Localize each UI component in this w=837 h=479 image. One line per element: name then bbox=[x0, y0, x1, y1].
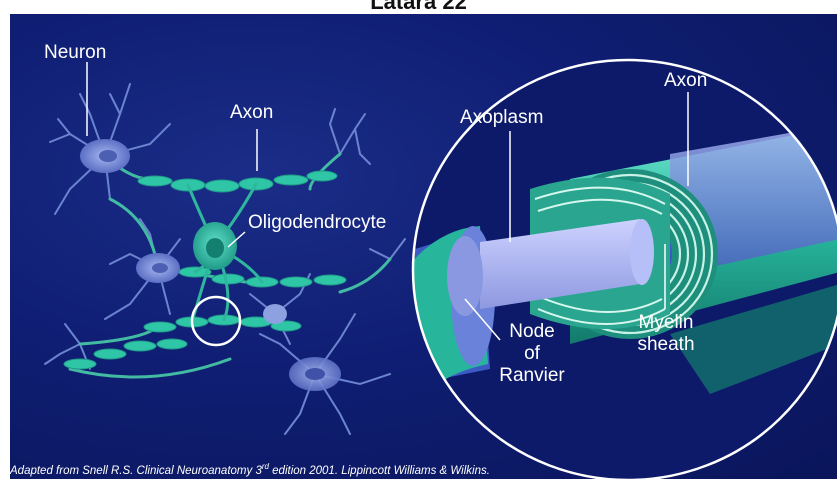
label-oligodendrocyte: Oligodendrocyte bbox=[248, 212, 386, 234]
label-neuron: Neuron bbox=[44, 42, 106, 64]
label-myelin-sheath: Myelin sheath bbox=[628, 312, 704, 356]
neuron-illustration bbox=[10, 14, 837, 479]
neuron-nucleus-3 bbox=[305, 368, 325, 380]
label-axon-left: Axon bbox=[230, 102, 273, 124]
credit-superscript: rd bbox=[262, 462, 269, 471]
label-node-line2: of bbox=[492, 343, 572, 365]
label-axoplasm: Axoplasm bbox=[460, 107, 543, 129]
label-node-line1: Node bbox=[492, 321, 572, 343]
source-credit: Adapted from Snell R.S. Clinical Neuroan… bbox=[10, 462, 490, 477]
neuron-cell-body-4 bbox=[263, 304, 287, 324]
neuron-nucleus-2 bbox=[152, 263, 168, 273]
diagram-panel: Neuron Axon Oligodendrocyte Axoplasm Axo… bbox=[10, 14, 837, 479]
oligodendrocyte-nucleus bbox=[206, 238, 224, 258]
label-node-line3: Ranvier bbox=[492, 365, 572, 387]
label-myelin-line1: Myelin bbox=[628, 312, 704, 334]
label-node-of-ranvier: Node of Ranvier bbox=[492, 321, 572, 387]
slide-title: Latára 22 bbox=[0, 0, 837, 14]
credit-text-end: edition 2001. Lippincott Williams & Wilk… bbox=[269, 465, 490, 477]
neuron-nucleus bbox=[99, 150, 117, 162]
label-myelin-line2: sheath bbox=[628, 334, 704, 356]
credit-text: Adapted from Snell R.S. Clinical Neuroan… bbox=[10, 465, 262, 477]
myelin-segments bbox=[64, 171, 346, 369]
label-axon-right: Axon bbox=[664, 70, 707, 92]
